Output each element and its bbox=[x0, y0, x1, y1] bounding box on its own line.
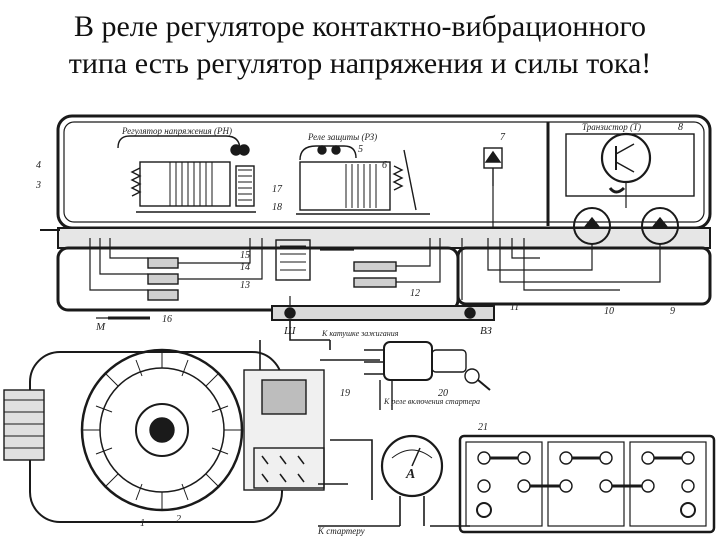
num-5: 5 bbox=[358, 144, 363, 155]
label-voltage-regulator: Регулятор напряжения (РН) bbox=[121, 126, 232, 136]
diode-7 bbox=[483, 147, 503, 186]
num-12: 12 bbox=[410, 288, 420, 299]
num-15: 15 bbox=[240, 250, 250, 261]
num-3: 3 bbox=[35, 180, 41, 191]
resistors-12 bbox=[353, 261, 397, 288]
label-protection-relay: Реле защиты (РЗ) bbox=[307, 132, 377, 142]
num-11: 11 bbox=[510, 302, 519, 313]
voltage-regulator-coil bbox=[117, 135, 256, 213]
terminal-sh: Ш bbox=[283, 325, 296, 337]
title-line-2: типа есть регулятор напряжения и силы то… bbox=[68, 47, 652, 80]
num-19: 19 bbox=[340, 388, 350, 399]
internal-wiring bbox=[89, 182, 661, 319]
battery-21 bbox=[458, 434, 716, 534]
num-1: 1 bbox=[140, 518, 145, 529]
num-4: 4 bbox=[36, 160, 41, 171]
transistor-8 bbox=[565, 132, 695, 197]
label-ignition-coil: К катушке зажигания bbox=[321, 329, 399, 338]
num-8: 8 bbox=[678, 122, 683, 133]
generator-wiring bbox=[259, 320, 380, 500]
num-20: 20 bbox=[438, 388, 448, 399]
num-17: 17 bbox=[272, 184, 283, 195]
num-7: 7 bbox=[500, 132, 506, 143]
num-2: 2 bbox=[176, 514, 181, 525]
ammeter bbox=[318, 434, 470, 527]
generator bbox=[3, 348, 325, 523]
num-14: 14 bbox=[240, 262, 250, 273]
ignition-switch-20[interactable] bbox=[364, 341, 491, 410]
num-21: 21 bbox=[478, 422, 488, 433]
num-16: 16 bbox=[162, 314, 172, 325]
terminal-vz: ВЗ bbox=[480, 325, 492, 337]
num-9: 9 bbox=[670, 306, 675, 317]
label-to-starter: К стартеру bbox=[317, 526, 365, 536]
protection-relay bbox=[296, 145, 430, 215]
num-13: 13 bbox=[240, 280, 250, 291]
num-6: 6 bbox=[382, 160, 387, 171]
label-transistor: Транзистор (Т) bbox=[582, 122, 641, 132]
num-18: 18 bbox=[272, 202, 282, 213]
slide-title: В реле регуляторе контактно-вибрационног… bbox=[0, 8, 720, 82]
label-starter-relay: К реле включения стартера bbox=[383, 397, 480, 406]
title-line-1: В реле регуляторе контактно-вибрационног… bbox=[73, 10, 647, 43]
num-10: 10 bbox=[604, 306, 614, 317]
terminal-m: М bbox=[95, 321, 106, 333]
relay-regulator-housing bbox=[40, 114, 712, 312]
ammeter-label: А bbox=[405, 467, 415, 482]
